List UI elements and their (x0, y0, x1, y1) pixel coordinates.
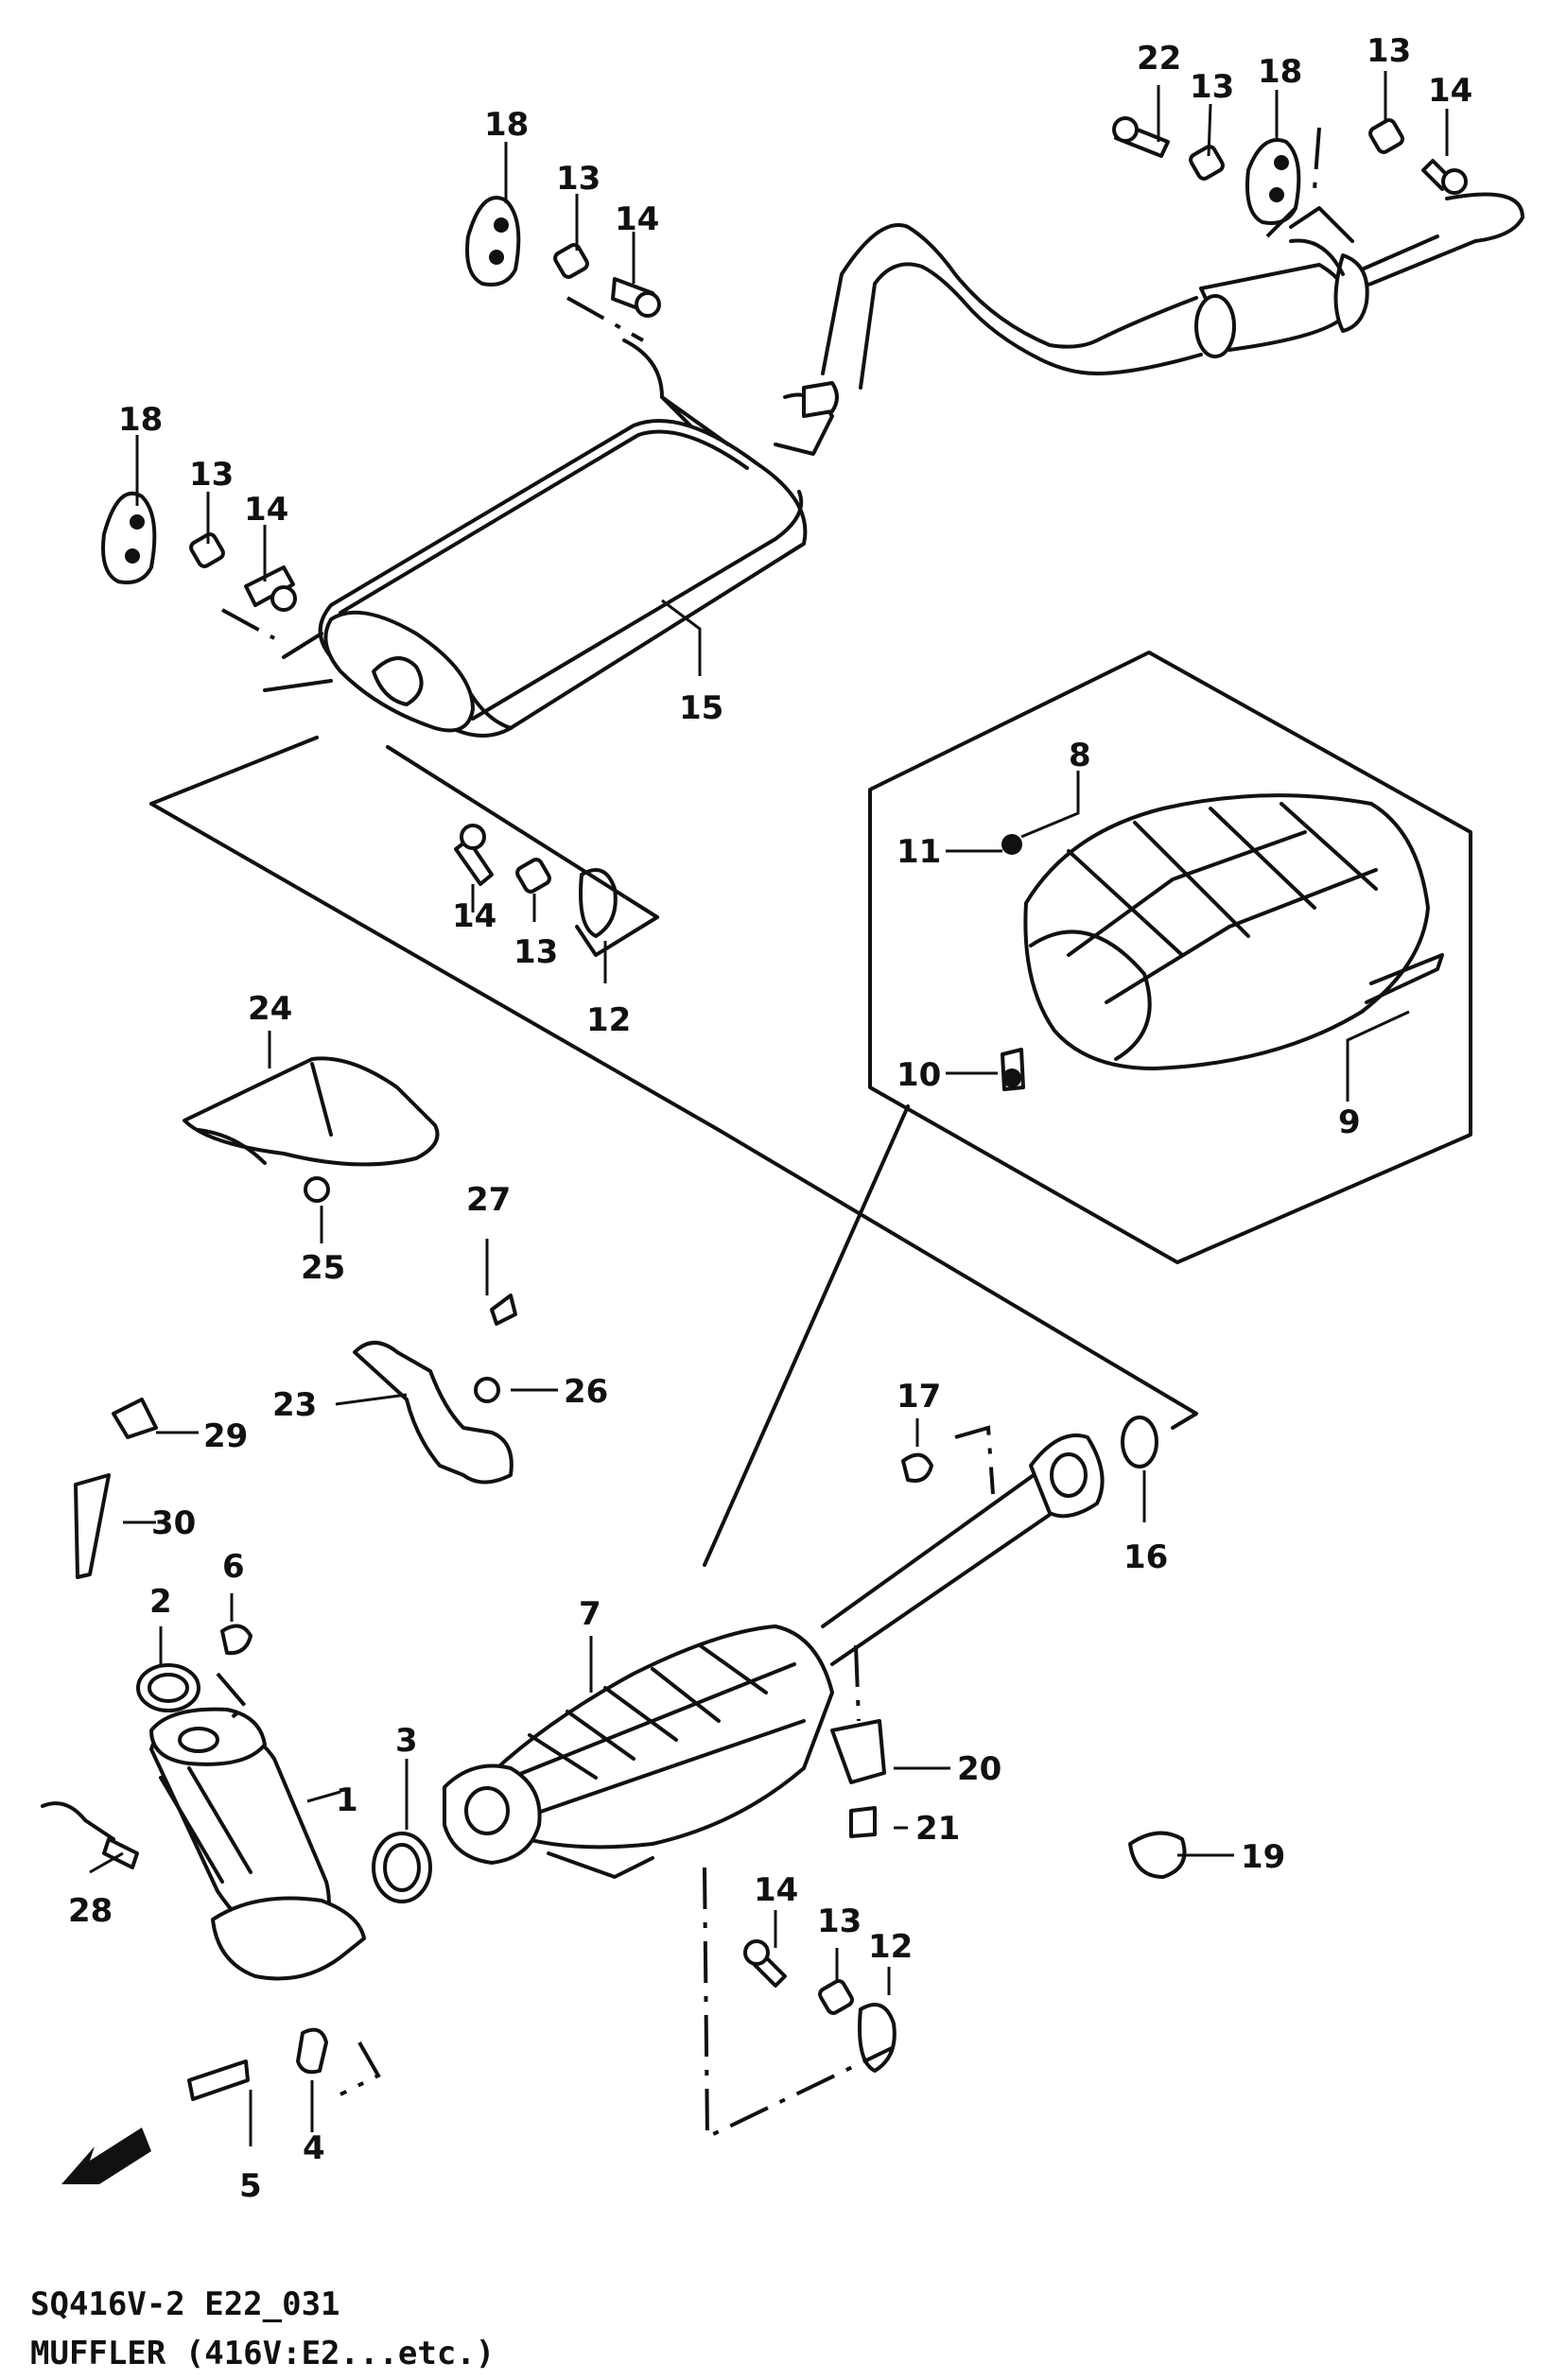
callout-7: 7 (579, 1595, 601, 1633)
callout-23: 23 (272, 1386, 317, 1424)
callout-2: 2 (149, 1583, 172, 1621)
callout-13-pipe: 13 (514, 933, 558, 971)
tail-pipe-assembly (821, 192, 1524, 390)
callout-18-mid: 18 (484, 106, 529, 144)
gaskets-and-small-parts (136, 1416, 1187, 2101)
assembly-reference-lines (149, 127, 1321, 2141)
callout-10: 10 (897, 1056, 941, 1094)
diagram-title-caption: MUFFLER (416V:E2...etc.) (30, 2335, 495, 2372)
front-direction-arrow-icon (61, 2128, 151, 2184)
callout-14-lower: 14 (754, 1871, 798, 1909)
callout-9: 9 (1338, 1103, 1361, 1141)
manifold-catalyst-1 (41, 1707, 366, 1981)
callout-22: 22 (1137, 40, 1181, 78)
callout-5: 5 (239, 2167, 262, 2205)
callout-30: 30 (151, 1504, 196, 1542)
callout-18-right: 18 (1258, 53, 1302, 91)
callout-26: 26 (564, 1373, 608, 1411)
main-muffler-15 (263, 339, 839, 738)
diagram-code-caption: SQ416V-2 E22_031 (30, 2285, 340, 2323)
callout-8: 8 (1069, 737, 1091, 774)
front-pipe-catalyst-7 (443, 1433, 1105, 1879)
callout-4: 4 (303, 2129, 325, 2167)
callout-3: 3 (395, 1722, 418, 1760)
callout-29: 29 (203, 1417, 248, 1455)
callout-19: 19 (1241, 1838, 1285, 1876)
callout-11: 11 (897, 833, 941, 871)
brackets (74, 1056, 517, 1579)
callout-16: 16 (1123, 1538, 1168, 1576)
rubber-hanger-18-left (101, 491, 157, 584)
callout-20: 20 (957, 1750, 1001, 1788)
callout-13-right-b: 13 (1367, 32, 1411, 70)
callout-21: 21 (915, 1810, 960, 1848)
callout-17: 17 (897, 1378, 941, 1416)
rubber-hanger-18-mid (465, 196, 521, 287)
callout-13-left: 13 (189, 456, 234, 494)
callout-15: 15 (679, 689, 723, 727)
callout-14-pipe: 14 (452, 897, 496, 935)
callout-14-right: 14 (1428, 72, 1472, 110)
callout-12-pipe: 12 (586, 1001, 631, 1039)
callout-12-lower: 12 (868, 1928, 913, 1966)
callout-28: 28 (68, 1892, 113, 1930)
callout-13-lower: 13 (817, 1902, 862, 1940)
callout-27: 27 (466, 1181, 511, 1219)
callout-numbers: 18 13 14 18 13 14 22 13 18 13 14 15 14 1… (68, 32, 1472, 2205)
callout-1: 1 (336, 1781, 358, 1819)
callout-13-right-a: 13 (1190, 68, 1234, 106)
callout-25: 25 (301, 1249, 345, 1287)
callout-leaders (89, 71, 1449, 2146)
callout-18-left: 18 (118, 401, 163, 439)
callout-13-mid: 13 (556, 160, 601, 198)
callout-14-left: 14 (244, 491, 288, 529)
callout-6: 6 (222, 1548, 245, 1586)
hanger-fasteners (189, 116, 1468, 2073)
callout-24: 24 (248, 990, 292, 1028)
heat-shield-box (868, 651, 1472, 1264)
callout-14-mid: 14 (615, 200, 659, 238)
